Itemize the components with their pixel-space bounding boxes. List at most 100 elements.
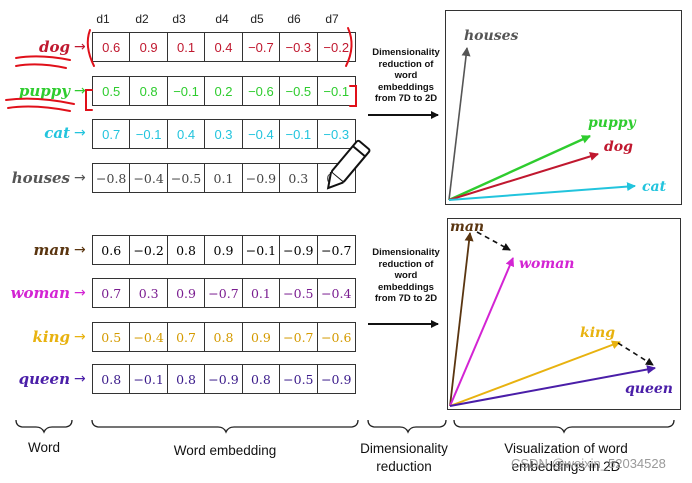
embedding-cell: −0.2 <box>130 236 168 264</box>
embedding-cell: −0.1 <box>323 83 350 99</box>
embedding-cell: −0.8 <box>93 164 131 192</box>
process-label-top: Dimensionality reduction of word embeddi… <box>372 47 440 104</box>
embedding-cell: −0.3 <box>280 33 318 61</box>
process-label-bottom: Dimensionality reduction of word embeddi… <box>372 247 440 304</box>
embedding-cell: −0.9 <box>280 236 318 264</box>
word-label-man: man <box>33 241 71 259</box>
embedding-cell: −0.5 <box>168 164 206 192</box>
embedding-row-dog: 0.6 0.9 0.1 0.4 −0.7 −0.3 −0.2 <box>92 32 356 62</box>
embedding-cell: −0.7 <box>280 323 318 351</box>
dashed-arrow-king-queen <box>617 342 654 366</box>
embedding-cell: 0.3 <box>280 164 318 192</box>
row-arrow-icon: → <box>74 125 86 141</box>
dim-header-d1: d1 <box>96 12 110 26</box>
embedding-cell: 0.8 <box>93 365 131 393</box>
embedding-cell: −0.4 <box>321 285 352 301</box>
embedding-cell: 0.5 <box>93 77 131 105</box>
embedding-cell: −0.7 <box>205 279 243 307</box>
embedding-cell: 0.9 <box>130 33 168 61</box>
embedding-cell: 0.7 <box>93 120 131 148</box>
vector-king <box>449 340 621 407</box>
embedding-cell: −0.9 <box>321 371 352 387</box>
vector-dog <box>448 152 599 201</box>
embedding-cell: 0.9 <box>243 323 281 351</box>
watermark: CSDN @weixin_52034528 <box>511 456 666 471</box>
visualization-panel-top <box>445 10 682 205</box>
embedding-row-cat: 0.7 −0.1 0.4 0.3 −0.4 −0.1 −0.3 <box>92 119 356 149</box>
embedding-cell: 0.9 <box>205 236 243 264</box>
embedding-cell: 0.9 <box>168 279 206 307</box>
embedding-cell: −0.6 <box>321 329 352 345</box>
embedding-cell: −0.7 <box>243 33 281 61</box>
vector-woman <box>449 257 515 407</box>
row-arrow-icon: → <box>74 170 86 186</box>
vector-label-dog: dog <box>604 139 633 155</box>
red-annotation-marks <box>5 27 357 112</box>
embedding-cell: −0.4 <box>130 164 168 192</box>
dim-header-d6: d6 <box>287 12 301 26</box>
row-arrow-icon: → <box>74 285 86 301</box>
dashed-arrow-man-woman <box>476 231 511 251</box>
row-arrow-icon: → <box>74 242 86 258</box>
word-label-puppy: puppy <box>18 82 70 100</box>
embedding-cell: −0.9 <box>243 164 281 192</box>
word-label-woman: woman <box>10 284 70 302</box>
embedding-cell: −0.9 <box>205 365 243 393</box>
embedding-cell: −0.6 <box>243 77 281 105</box>
dim-header-d2: d2 <box>135 12 149 26</box>
embedding-cell: −0.3 <box>323 126 350 142</box>
vector-label-queen: queen <box>625 381 673 397</box>
embedding-row-king: 0.5 −0.4 0.7 0.8 0.9 −0.7 −0.6 <box>92 322 356 352</box>
embedding-cell: −0.1 <box>130 365 168 393</box>
vector-houses <box>448 47 471 201</box>
braces <box>15 419 675 434</box>
embedding-cell: −0.5 <box>280 279 318 307</box>
embedding-cell: −0.1 <box>168 77 206 105</box>
word-label-cat: cat <box>44 124 70 142</box>
dim-header-d3: d3 <box>172 12 186 26</box>
embedding-row-woman: 0.7 0.3 0.9 −0.7 0.1 −0.5 −0.4 <box>92 278 356 308</box>
row-arrow-icon: → <box>74 39 86 55</box>
embedding-row-queen: 0.8 −0.1 0.8 −0.9 0.8 −0.5 −0.9 <box>92 364 356 394</box>
vector-man <box>449 232 474 407</box>
pen-icon <box>326 139 371 190</box>
dim-header-d4: d4 <box>215 12 229 26</box>
brace-label-word-embedding: Word embedding <box>173 443 277 458</box>
visualization-panel-bottom <box>447 218 681 410</box>
embedding-cell: 0.6 <box>93 33 131 61</box>
word-label-houses: houses <box>11 169 70 187</box>
embedding-cell: −0.5 <box>280 365 318 393</box>
dim-header-d5: d5 <box>250 12 264 26</box>
brace-label-dimensionality-reduction: Dimensionality reduction <box>360 441 448 474</box>
vector-cat <box>448 182 636 201</box>
embedding-cell: 0.6 <box>93 236 131 264</box>
embedding-cell: 0.4 <box>168 120 206 148</box>
embedding-cell: 0.8 <box>168 365 206 393</box>
row-arrow-icon: → <box>74 329 86 345</box>
row-arrow-icon: → <box>74 371 86 387</box>
word-label-queen: queen <box>18 370 70 388</box>
row-arrow-icon: → <box>74 83 86 99</box>
embedding-cell: 0.8 <box>130 77 168 105</box>
embedding-cell: 0.7 <box>168 323 206 351</box>
embedding-cell: 0.3 <box>205 120 243 148</box>
brace-label-word: Word <box>27 440 60 455</box>
embedding-cell: −0.5 <box>280 77 318 105</box>
word-label-dog: dog <box>39 38 70 56</box>
vector-label-man: man <box>450 219 485 235</box>
vector-label-puppy: puppy <box>588 115 636 131</box>
brace-label-visualization: Visualization of word embeddings in 2D <box>504 441 628 474</box>
embedding-cell: 0.7 <box>93 279 131 307</box>
embedding-cell: 0.4 <box>205 33 243 61</box>
embedding-cell: 0.1 <box>243 279 281 307</box>
embedding-cell: 0.1 <box>168 33 206 61</box>
embedding-cell: −0.7 <box>321 242 352 258</box>
embedding-row-puppy: 0.5 0.8 −0.1 0.2 −0.6 −0.5 −0.1 <box>92 76 356 106</box>
embedding-cell: −0.2 <box>323 39 350 55</box>
embedding-cell: 0.2 <box>205 77 243 105</box>
vector-puppy <box>448 134 591 202</box>
embedding-cell: 0.3 <box>130 279 168 307</box>
embedding-cell: 0.8 <box>243 365 281 393</box>
vector-queen <box>449 365 656 407</box>
